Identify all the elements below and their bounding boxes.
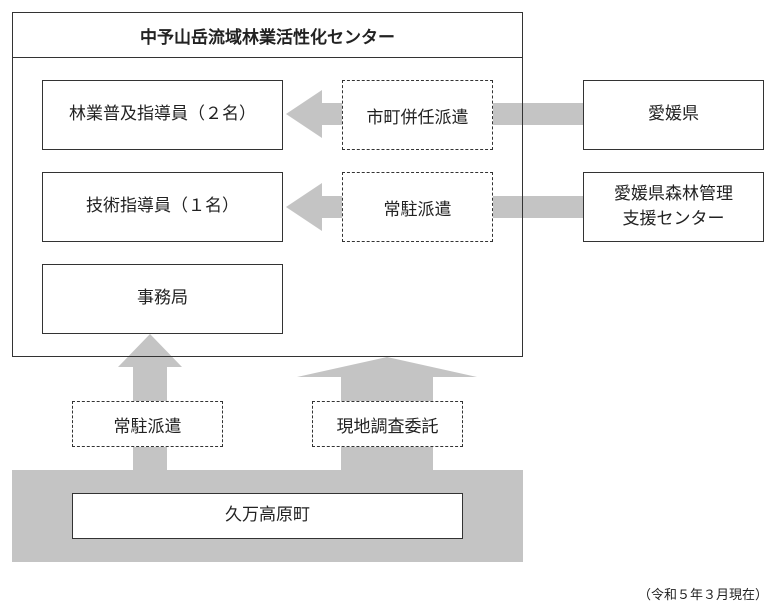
arrow-head-1	[286, 90, 322, 138]
date-note: （令和５年３月現在）	[637, 588, 768, 603]
arrow-head-2	[286, 183, 322, 231]
arrow-shaft-1-left	[320, 103, 344, 125]
arrow-shaft-1-right	[492, 103, 584, 125]
arrow-shaft-2-left	[320, 196, 344, 218]
source-ehime-forest-center: 愛媛県森林管理 支援センター	[583, 172, 764, 242]
arrow-head-4	[297, 357, 477, 377]
staff-secretariat: 事務局	[42, 264, 283, 334]
staff-technical-instructor: 技術指導員（１名）	[42, 172, 283, 242]
source-ehime-pref: 愛媛県	[583, 80, 764, 150]
town-kumakogen: 久万高原町	[72, 493, 463, 539]
bottom-link-resident-dispatch: 常駐派遣	[72, 401, 223, 447]
dispatch-label-1: 市町併任派遣	[342, 80, 493, 150]
dispatch-label-2: 常駐派遣	[342, 172, 493, 242]
arrow-head-3	[118, 334, 182, 367]
center-title: 中予山岳流域林業活性化センター	[12, 12, 523, 58]
bottom-link-survey-commission: 現地調査委託	[312, 401, 463, 447]
staff-forestry-instructor: 林業普及指導員（２名）	[42, 80, 283, 150]
arrow-shaft-2-right	[492, 196, 584, 218]
